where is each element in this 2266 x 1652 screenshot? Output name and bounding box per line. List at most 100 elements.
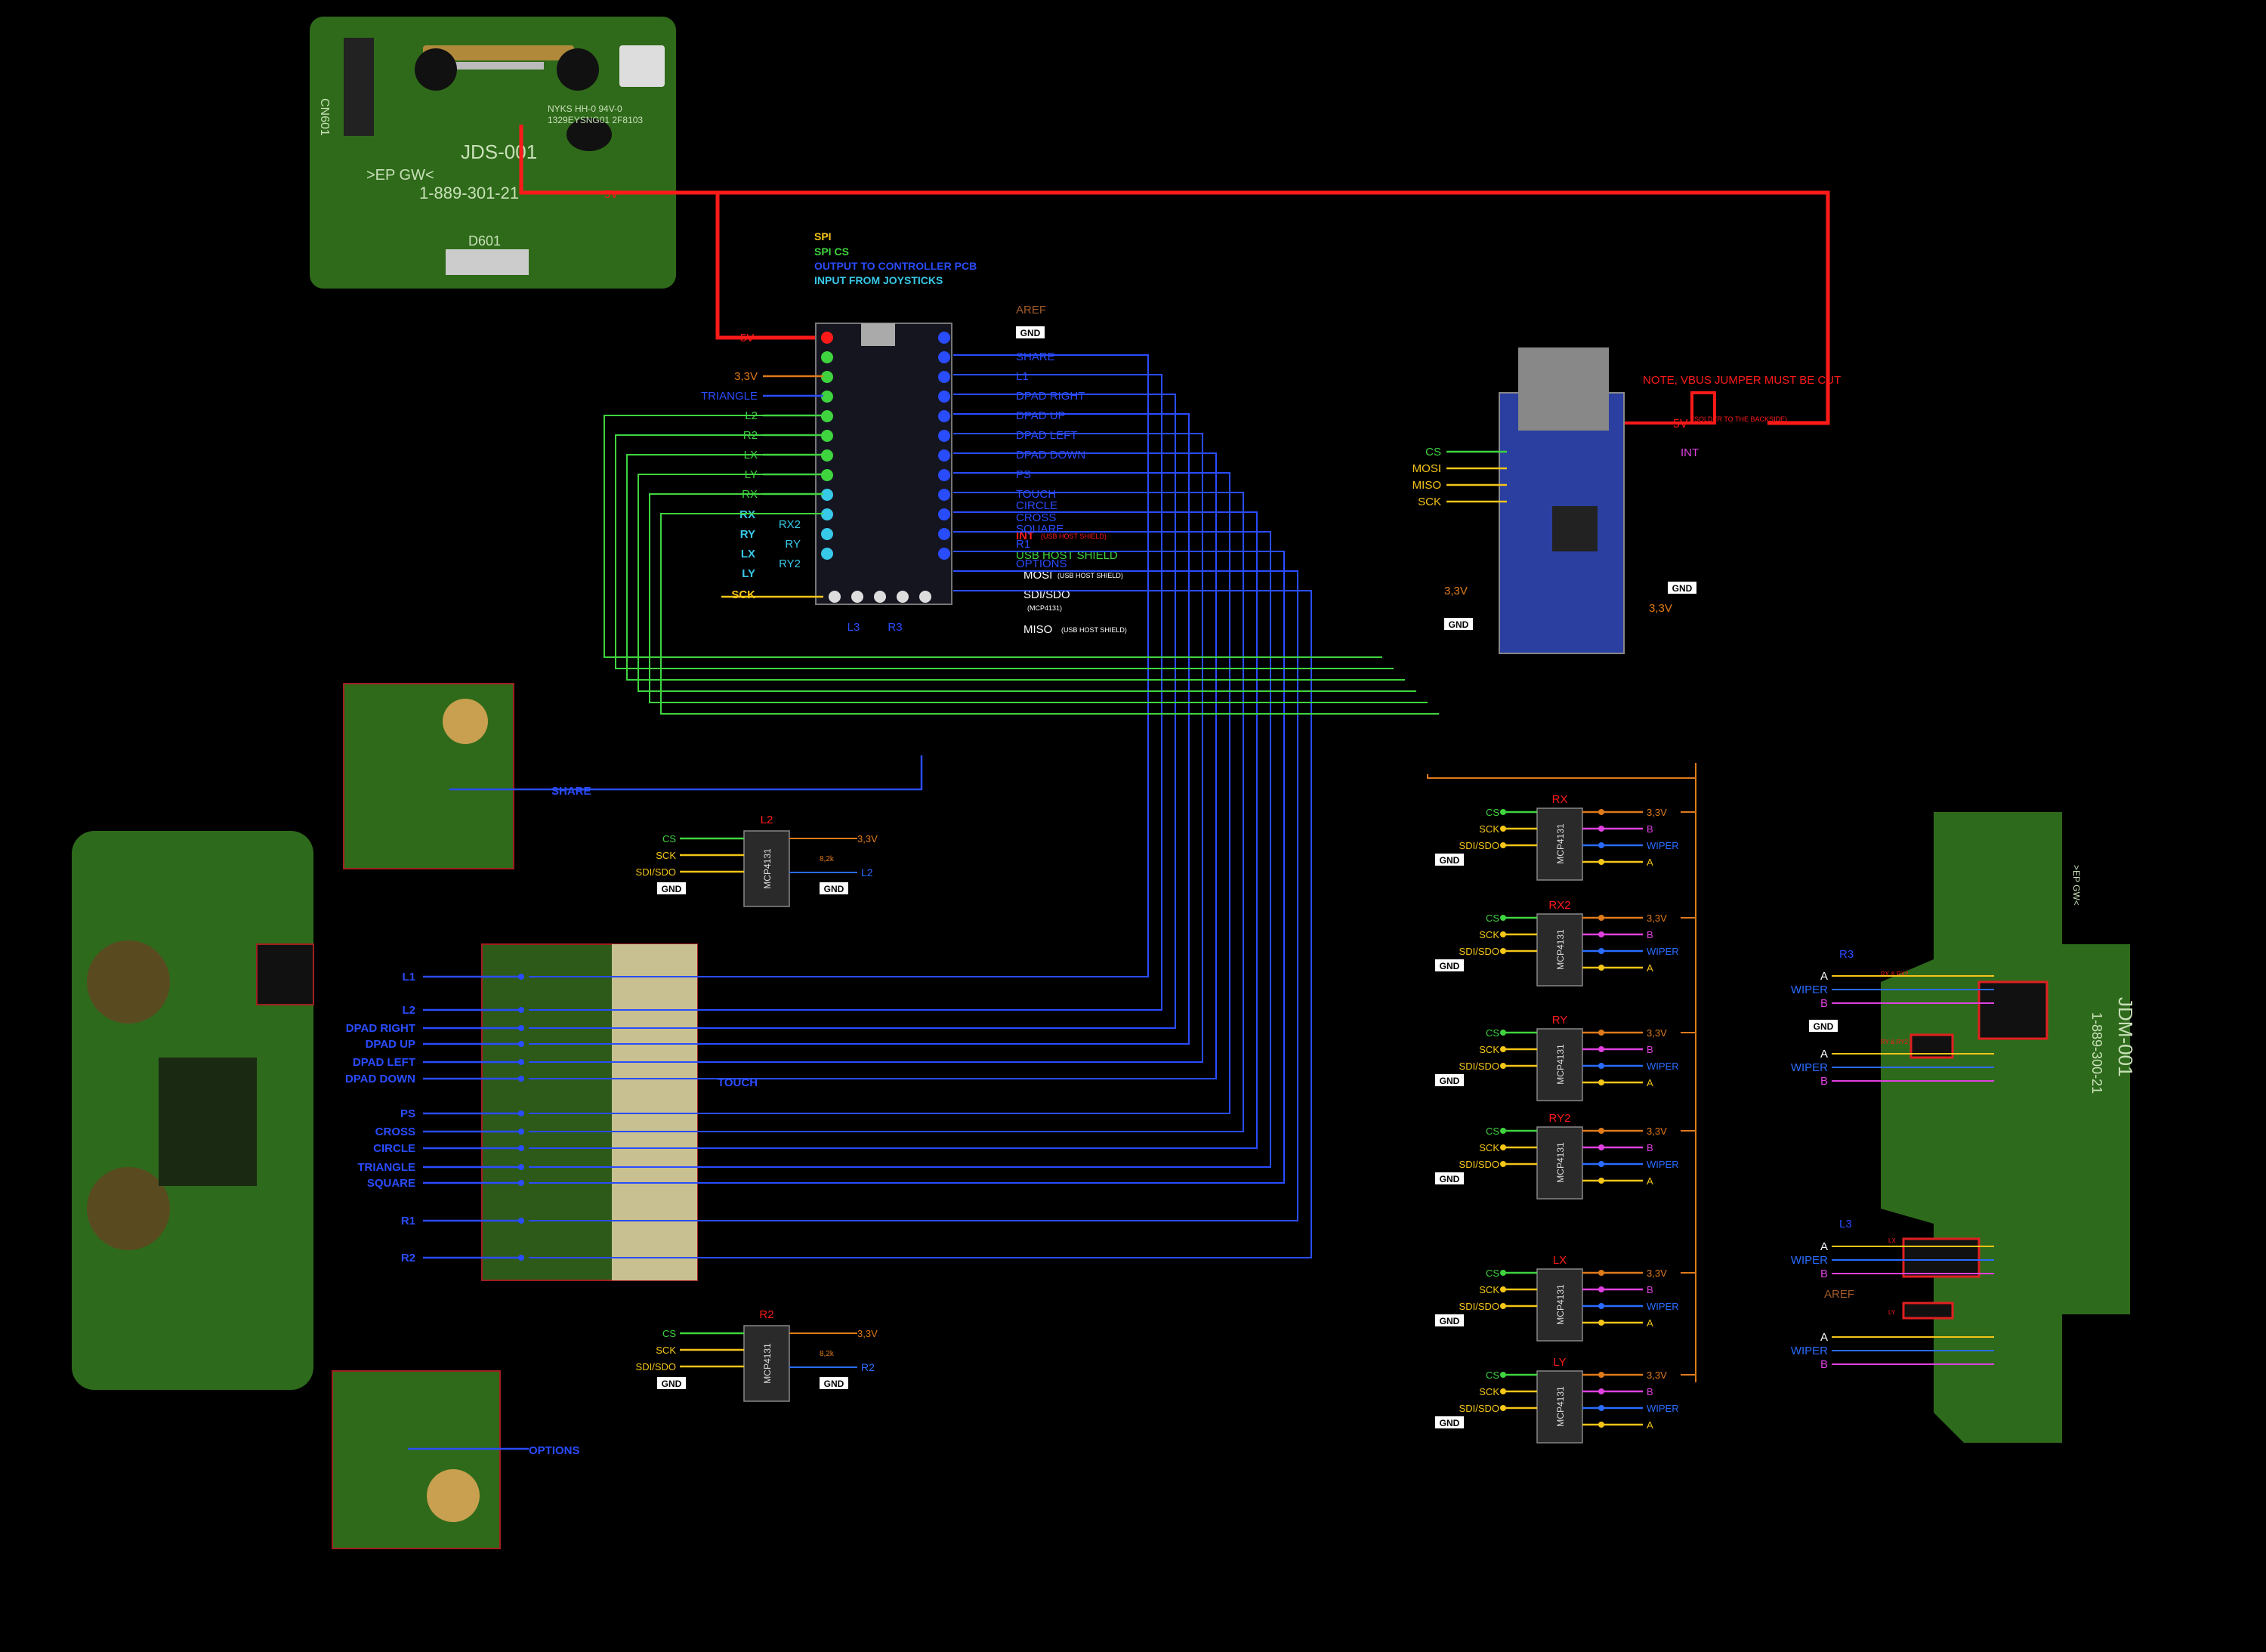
pot-right-dot [1598,1178,1604,1184]
host-int-label: INT [1681,446,1699,459]
pot-pin-dot [1500,948,1506,954]
pot-b: B [1647,1386,1653,1397]
wire-cs-bus [638,474,1416,692]
pot-b: B [1647,1284,1653,1295]
wire-button-bus [529,354,1149,977]
label-vbus-note: NOTE, VBUS JUMPER MUST BE CUT [1643,374,1841,387]
pot-pin-dot [1500,1388,1506,1394]
right-b-label: B [1820,1075,1828,1088]
wire-cs-bus [649,493,1428,703]
pot-pin-dot [1500,826,1506,832]
pot-wiper: WIPER [1647,1061,1679,1072]
host-33v-b-label: 3,3V [1649,602,1672,615]
pot-chip [1536,1126,1583,1200]
controller-button-label: DPAD UP [366,1038,415,1051]
teensy-r3-label: R3 [888,621,902,634]
wire-button-bus [529,413,1190,1045]
wire-button-bus [529,433,1203,1063]
controller-button-label: L1 [402,971,415,983]
teensy-usb-host-label: USB HOST SHIELD [1016,549,1118,562]
pot-chip-text: MCP4131 [1555,823,1566,864]
pot-a: A [1647,962,1653,974]
pot-right-dot [1598,1128,1604,1134]
teensy-right-label: PS [1016,468,1031,481]
pot-gnd-bg [1435,1416,1464,1428]
host-left-label: SCK [1418,496,1441,508]
teensy-right-label: CIRCLE [1016,499,1057,512]
pot-b: B [1647,823,1653,835]
controller-pad [518,1129,524,1135]
label-ry-ry2: RY & RY2 [1881,1039,1909,1045]
teensy-pin-right [938,430,950,442]
teensy-right-label: TOUCH [1016,488,1056,501]
right-b-label: B [1820,1268,1828,1280]
controller-button-label: CIRCLE [373,1142,415,1155]
controller-pad [518,1007,524,1013]
teensy-pin-left [821,410,833,422]
label-rx-rx2: RX & RX2 [1881,971,1909,977]
pot-gnd: GND [1440,961,1460,971]
pot-sck: SCK [1479,929,1499,940]
label-options: OPTIONS [529,1444,580,1457]
teensy-pin-left [821,528,833,540]
pcb-flex-area [159,1058,257,1186]
teensy-pin-bottom [874,591,886,603]
controller-button-label: L2 [402,1004,415,1017]
pot-chip [1536,1028,1583,1101]
teensy-board [815,323,952,605]
teensy-mosi-label: MOSI [1023,569,1052,582]
pot-b: B [1647,929,1653,940]
pot-title: RX [1552,793,1568,806]
teensy-outer-label: RY [740,528,755,541]
host-chip [1552,506,1598,551]
controller-pad [518,1180,524,1186]
teensy-mosi-note: (USB HOST SHIELD) [1057,572,1123,579]
small-pot-chip [743,830,790,907]
legend-input: INPUT FROM JOYSTICKS [814,274,943,286]
pot-right-dot [1598,826,1604,832]
small-pot-33v: 3,3V [857,1328,878,1339]
small-pot-title: L2 [761,814,773,826]
teensy-miso-note: (USB HOST SHIELD) [1061,626,1127,634]
label-5v-host: 5V [1673,418,1688,431]
wire-cs-bus [615,434,1394,669]
pot-v33: 3,3V [1647,912,1667,924]
pot-cs: CS [1486,1369,1499,1381]
pot-b: B [1647,1044,1653,1055]
pot-pin-dot [1500,1161,1506,1167]
pot-chip [1536,1370,1583,1444]
teensy-right-label: L1 [1016,370,1029,383]
controller-pad [518,1110,524,1116]
pot-right-dot [1598,1046,1604,1052]
lf-logo [619,45,665,87]
wire-button-bus [529,472,1230,1114]
pot-sck: SCK [1479,823,1499,835]
wire-button-bus [529,511,1258,1149]
pot-title: RX2 [1548,899,1570,912]
pcb-connector-area [256,943,314,1005]
pot-gnd-bg [1435,959,1464,971]
teensy-pin-bottom [851,591,863,603]
pot-right-dot [1598,915,1604,921]
pcb-silk-ep-gw: >EP GW< [366,167,434,184]
teensy-pin-left [821,489,833,501]
host-left-label: CS [1425,446,1441,459]
legend-spi-cs: SPI CS [814,245,849,258]
teensy-sdi-note: (MCP4131) [1027,604,1062,612]
label-5v-top: 5V [604,188,618,201]
pot-cs: CS [1486,807,1499,818]
pot-chip-text: MCP4131 [1555,1386,1566,1427]
pot-right-dot [1598,1161,1604,1167]
label-r3: R3 [1839,948,1854,961]
wire-button-bus [529,551,1285,1184]
teensy-outer-label: LX [741,548,755,560]
label-lx: LX [1888,1237,1896,1244]
pot-wiper: WIPER [1647,946,1679,957]
pot-a: A [1647,857,1653,868]
teensy-pin-bottom [919,591,931,603]
pot-cs: CS [1486,1126,1499,1137]
pot-pin-dot [1500,1303,1506,1309]
controller-button-label: DPAD LEFT [353,1056,415,1069]
controller-button-label: R1 [401,1215,415,1227]
pot-v33: 3,3V [1647,1268,1667,1279]
